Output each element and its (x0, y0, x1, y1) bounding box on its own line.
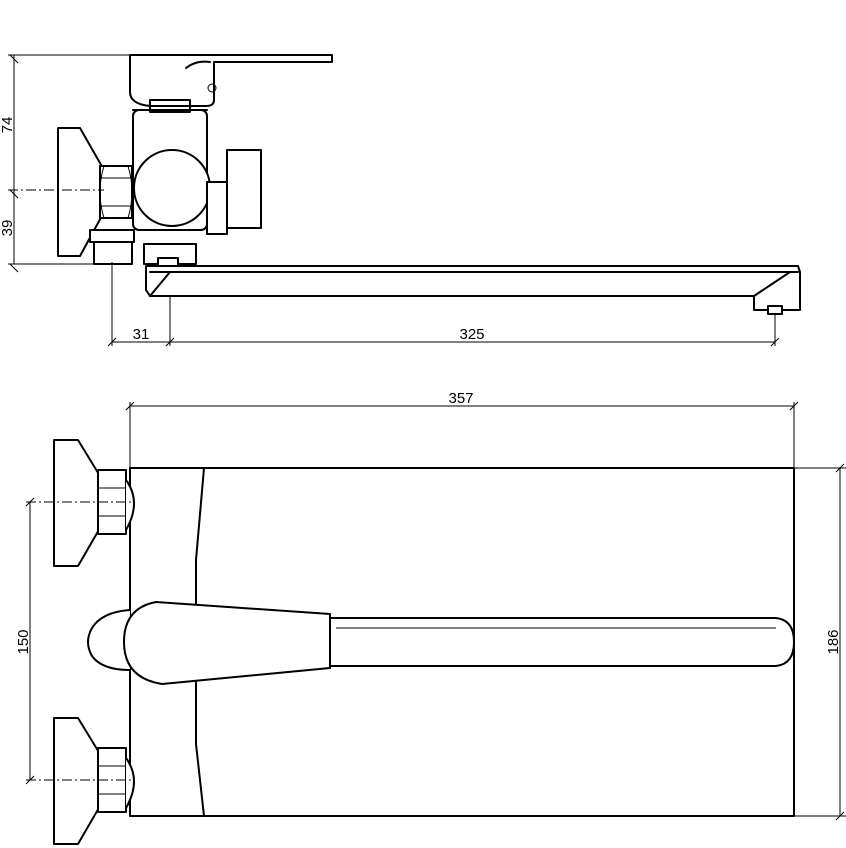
dim-150-label: 150 (15, 629, 32, 654)
dim-357-label: 357 (448, 390, 473, 407)
side-mixer-body (132, 99, 262, 235)
side-spout (145, 265, 801, 315)
side-view: 74 39 31 325 (0, 54, 801, 347)
top-dim-150 (25, 497, 134, 785)
dim-74-label: 74 (0, 117, 16, 134)
top-lever (87, 601, 795, 685)
dim-31-label: 31 (133, 326, 150, 343)
top-view: 357 150 186 (15, 390, 846, 845)
dim-186-label: 186 (825, 629, 842, 654)
side-horizontal-dimension (107, 262, 780, 347)
dim-39-label: 39 (0, 220, 16, 237)
top-lower-flange (53, 717, 135, 845)
top-dim-357 (125, 401, 799, 628)
side-wall-flange (57, 127, 133, 257)
dim-325-label: 325 (459, 326, 484, 343)
side-lever-handle (129, 54, 333, 107)
side-vertical-dimension (8, 54, 130, 273)
top-dim-186 (794, 463, 846, 821)
side-bottom-fittings (89, 229, 197, 267)
top-upper-flange (53, 439, 135, 567)
